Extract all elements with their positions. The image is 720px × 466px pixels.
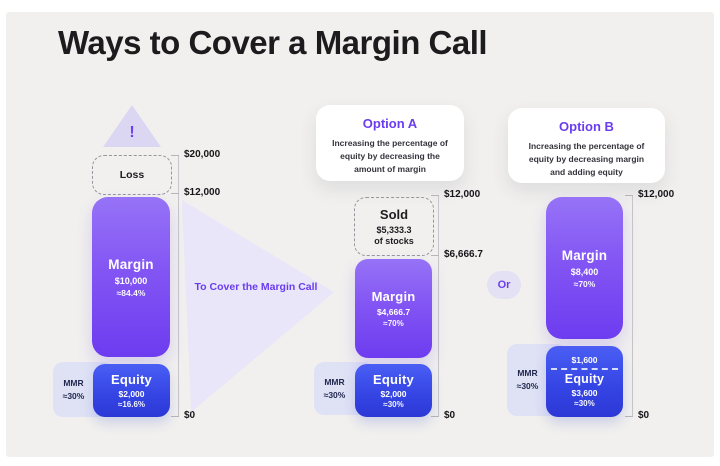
margin-percent: ≈84.4% bbox=[116, 287, 146, 298]
tick-label-12000-b: $12,000 bbox=[638, 189, 675, 200]
mmr-percent: ≈30% bbox=[62, 390, 85, 401]
tick-12000-a bbox=[431, 195, 439, 196]
loss-label: Loss bbox=[119, 169, 145, 181]
option-b-margin-block: Margin $8,400 ≈70% bbox=[546, 197, 623, 339]
added-equity-divider bbox=[551, 368, 618, 370]
or-pill: Or bbox=[487, 271, 521, 299]
option-b-description: Increasing the percentage of equity by d… bbox=[528, 141, 645, 177]
initial-margin-block: Margin $10,000 ≈84.4% bbox=[92, 197, 170, 357]
tick-label-12000-a: $12,000 bbox=[444, 189, 481, 200]
margin-label: Margin bbox=[108, 256, 154, 272]
equity-percent: ≈30% bbox=[383, 400, 404, 409]
option-b-title: Option B bbox=[559, 119, 614, 134]
option-a-equity-block: Equity $2,000 ≈30% bbox=[355, 364, 432, 417]
equity-value: $2,000 bbox=[380, 389, 407, 399]
exclamation-glyph: ! bbox=[129, 124, 135, 141]
tick-0-initial bbox=[171, 416, 179, 417]
equity-label: Equity bbox=[564, 372, 605, 386]
mmr-label: MMR bbox=[63, 377, 84, 388]
tick-0-a bbox=[431, 416, 439, 417]
margin-value: $4,666.7 bbox=[376, 307, 411, 317]
equity-label: Equity bbox=[111, 372, 152, 387]
or-label: Or bbox=[497, 279, 511, 291]
mmr-percent: ≈30% bbox=[323, 389, 346, 400]
tick-6666-a bbox=[431, 255, 439, 256]
arrow-label: To Cover the Margin Call bbox=[194, 281, 318, 293]
tick-label-0-initial: $0 bbox=[184, 410, 196, 421]
equity-percent: ≈30% bbox=[574, 399, 595, 408]
margin-percent: ≈70% bbox=[383, 319, 404, 328]
option-a-description: Increasing the percentage of equity by d… bbox=[332, 138, 448, 174]
mmr-label: MMR bbox=[517, 368, 538, 379]
margin-value: $8,400 bbox=[570, 266, 599, 277]
axis-option-b bbox=[632, 195, 633, 417]
equity-label: Equity bbox=[373, 372, 414, 387]
equity-value: $2,000 bbox=[118, 389, 145, 399]
equity-value: $3,600 bbox=[571, 388, 598, 398]
loss-box: Loss bbox=[92, 155, 172, 195]
margin-label: Margin bbox=[561, 247, 608, 263]
sold-label: Sold bbox=[379, 207, 409, 222]
margin-value: $10,000 bbox=[114, 275, 148, 286]
sold-value: $5,333.3 bbox=[376, 225, 412, 235]
option-a-card: Option A Increasing the percentage of eq… bbox=[316, 105, 464, 181]
page-title: Ways to Cover a Margin Call bbox=[58, 24, 488, 61]
sold-box: Sold $5,333.3 of stocks bbox=[354, 197, 434, 256]
equity-percent: ≈16.6% bbox=[117, 400, 146, 409]
tick-label-6666-a: $6,666.7 bbox=[444, 249, 483, 260]
mmr-label: MMR bbox=[324, 376, 345, 387]
tick-label-0-b: $0 bbox=[638, 410, 650, 421]
added-equity-value: $1,600 bbox=[571, 355, 598, 365]
tick-20000 bbox=[171, 155, 179, 156]
margin-percent: ≈70% bbox=[573, 278, 596, 289]
axis-initial bbox=[178, 155, 179, 417]
axis-option-a bbox=[438, 195, 439, 417]
tick-0-b bbox=[625, 416, 633, 417]
tick-12000-b bbox=[625, 195, 633, 196]
sold-unit: of stocks bbox=[374, 236, 414, 246]
option-b-card: Option B Increasing the percentage of eq… bbox=[508, 108, 665, 183]
option-a-title: Option A bbox=[362, 116, 418, 131]
tick-12000-initial bbox=[171, 193, 179, 194]
tick-label-12000-initial: $12,000 bbox=[184, 187, 221, 198]
option-a-margin-block: Margin $4,666.7 ≈70% bbox=[355, 259, 432, 358]
margin-label: Margin bbox=[371, 289, 416, 304]
initial-equity-block: Equity $2,000 ≈16.6% bbox=[93, 364, 170, 417]
tick-label-0-a: $0 bbox=[444, 410, 456, 421]
mmr-percent: ≈30% bbox=[516, 381, 539, 391]
tick-label-20000: $20,000 bbox=[184, 149, 221, 160]
option-b-equity-block: $1,600 Equity $3,600 ≈30% bbox=[546, 346, 623, 417]
